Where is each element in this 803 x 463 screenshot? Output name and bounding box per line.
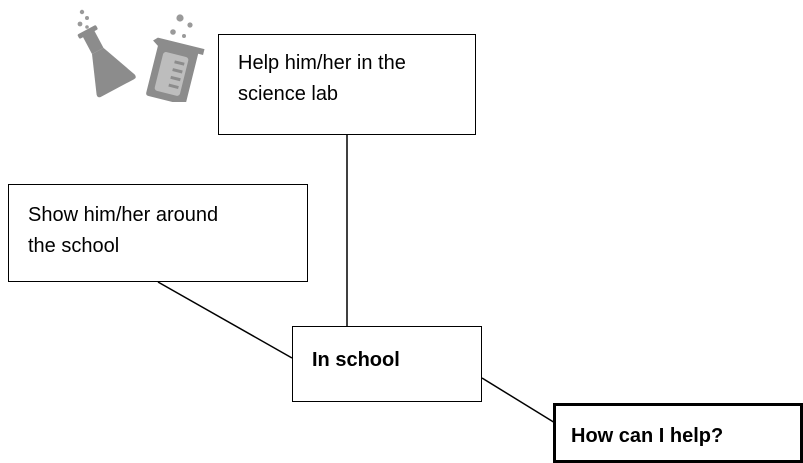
node-science-lab: Help him/her in the science lab: [218, 34, 476, 135]
node-in-school-label: In school: [312, 349, 400, 371]
node-show-around-line-1: Show him/her around: [28, 204, 219, 226]
node-science-lab-line-2: science lab: [238, 83, 339, 105]
connector-in-school-to-how-can-i-help: [481, 377, 561, 427]
node-how-can-i-help-label: How can I help?: [571, 425, 724, 447]
node-show-around: Show him/her around the school: [8, 184, 308, 282]
science-flask-beaker-icon: [77, 9, 205, 102]
node-show-around-line-2: the school: [28, 235, 120, 257]
node-how-can-i-help: How can I help?: [553, 403, 803, 463]
connector-show-around-to-in-school: [157, 281, 293, 359]
node-in-school: In school: [292, 326, 482, 402]
node-science-lab-line-1: Help him/her in the: [238, 52, 406, 74]
